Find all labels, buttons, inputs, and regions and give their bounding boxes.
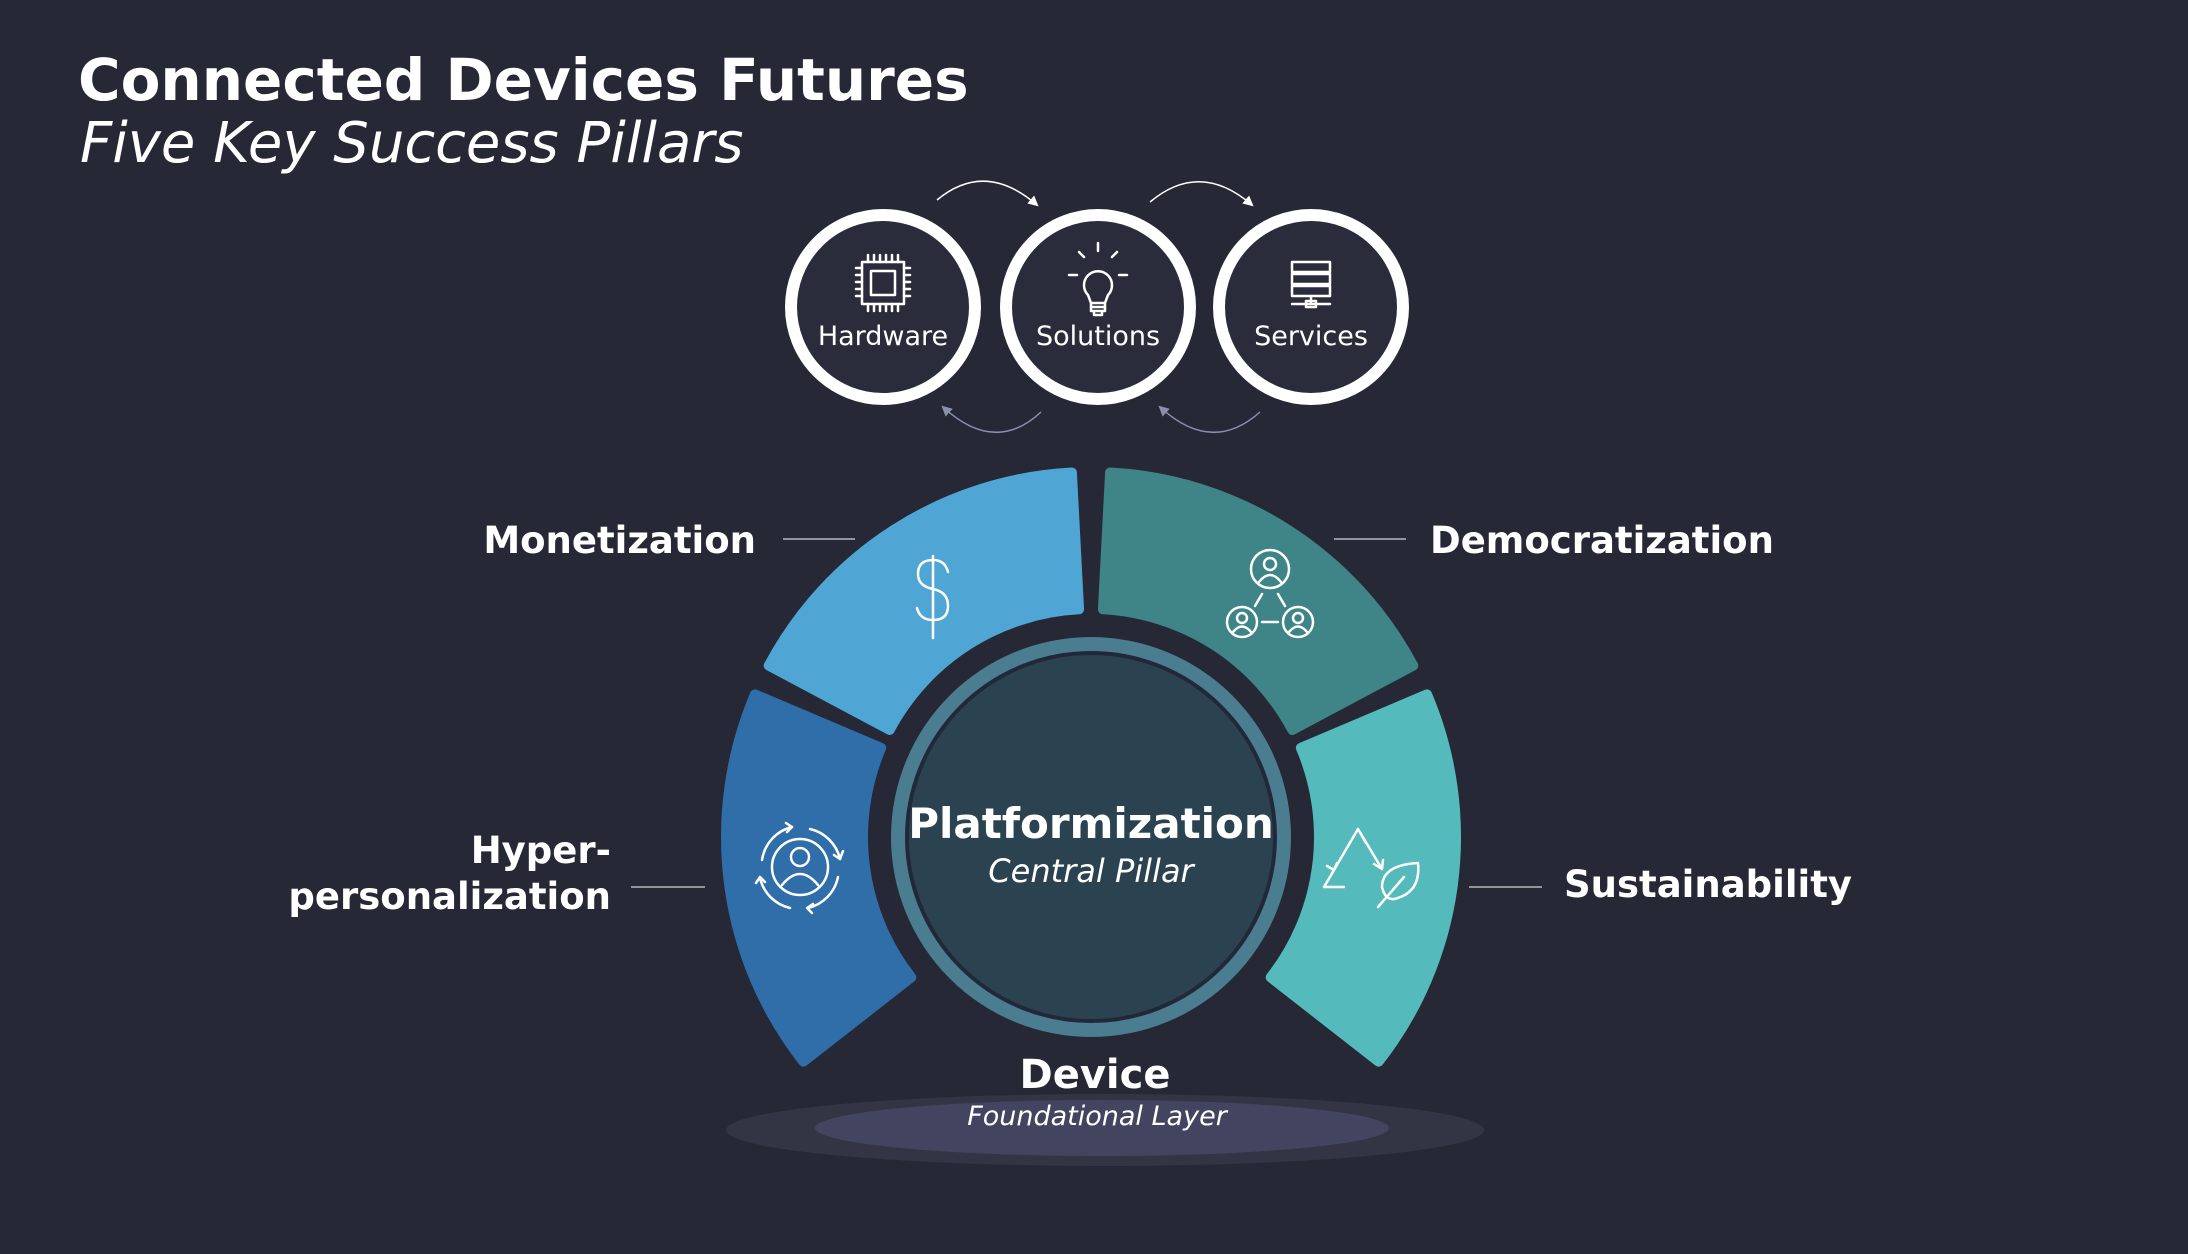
recycle-leaf-icon [1322, 827, 1420, 909]
label-monetization: Monetization [483, 519, 756, 562]
cycle-services: Services [1213, 209, 1409, 405]
chip-icon [854, 253, 912, 313]
arrow-services-to-solutions [1158, 405, 1261, 433]
lightbulb-icon [1067, 241, 1129, 317]
center-circle [905, 651, 1277, 1023]
page-subtitle: Five Key Success Pillars [80, 111, 743, 176]
user-cycle-icon [754, 821, 845, 915]
foundation-base-inner [815, 1100, 1389, 1156]
dollar-icon [915, 554, 950, 640]
cycle-label: Hardware [818, 321, 948, 352]
people-network-icon [1225, 548, 1315, 639]
cycle-hardware: Hardware [785, 209, 981, 405]
center-subtitle: Central Pillar [988, 852, 1195, 890]
label-democratization: Democratization [1430, 519, 1774, 562]
foundation-title: Device [1020, 1052, 1171, 1098]
cycle-label: Solutions [1036, 321, 1160, 352]
cycle-label: Services [1254, 321, 1368, 352]
arrow-solutions-to-hardware [941, 405, 1042, 433]
arrow-hardware-to-solutions [936, 180, 1039, 207]
segment-sustainability [1265, 689, 1461, 1067]
label-hyperpersonalization-2: personalization [288, 875, 611, 918]
page-title: Connected Devices Futures [78, 46, 969, 114]
foundation-subtitle: Foundational Layer [967, 1101, 1228, 1132]
center-title: Platformization [908, 799, 1274, 848]
segment-monetization [763, 467, 1085, 735]
label-sustainability: Sustainability [1564, 863, 1852, 906]
arrow-solutions-to-services [1149, 181, 1254, 207]
server-icon [1290, 260, 1332, 309]
label-hyperpersonalization-1: Hyper- [471, 829, 611, 872]
cycle-solutions: Solutions [1000, 209, 1196, 405]
segment-hyperpersonalization [721, 689, 917, 1067]
